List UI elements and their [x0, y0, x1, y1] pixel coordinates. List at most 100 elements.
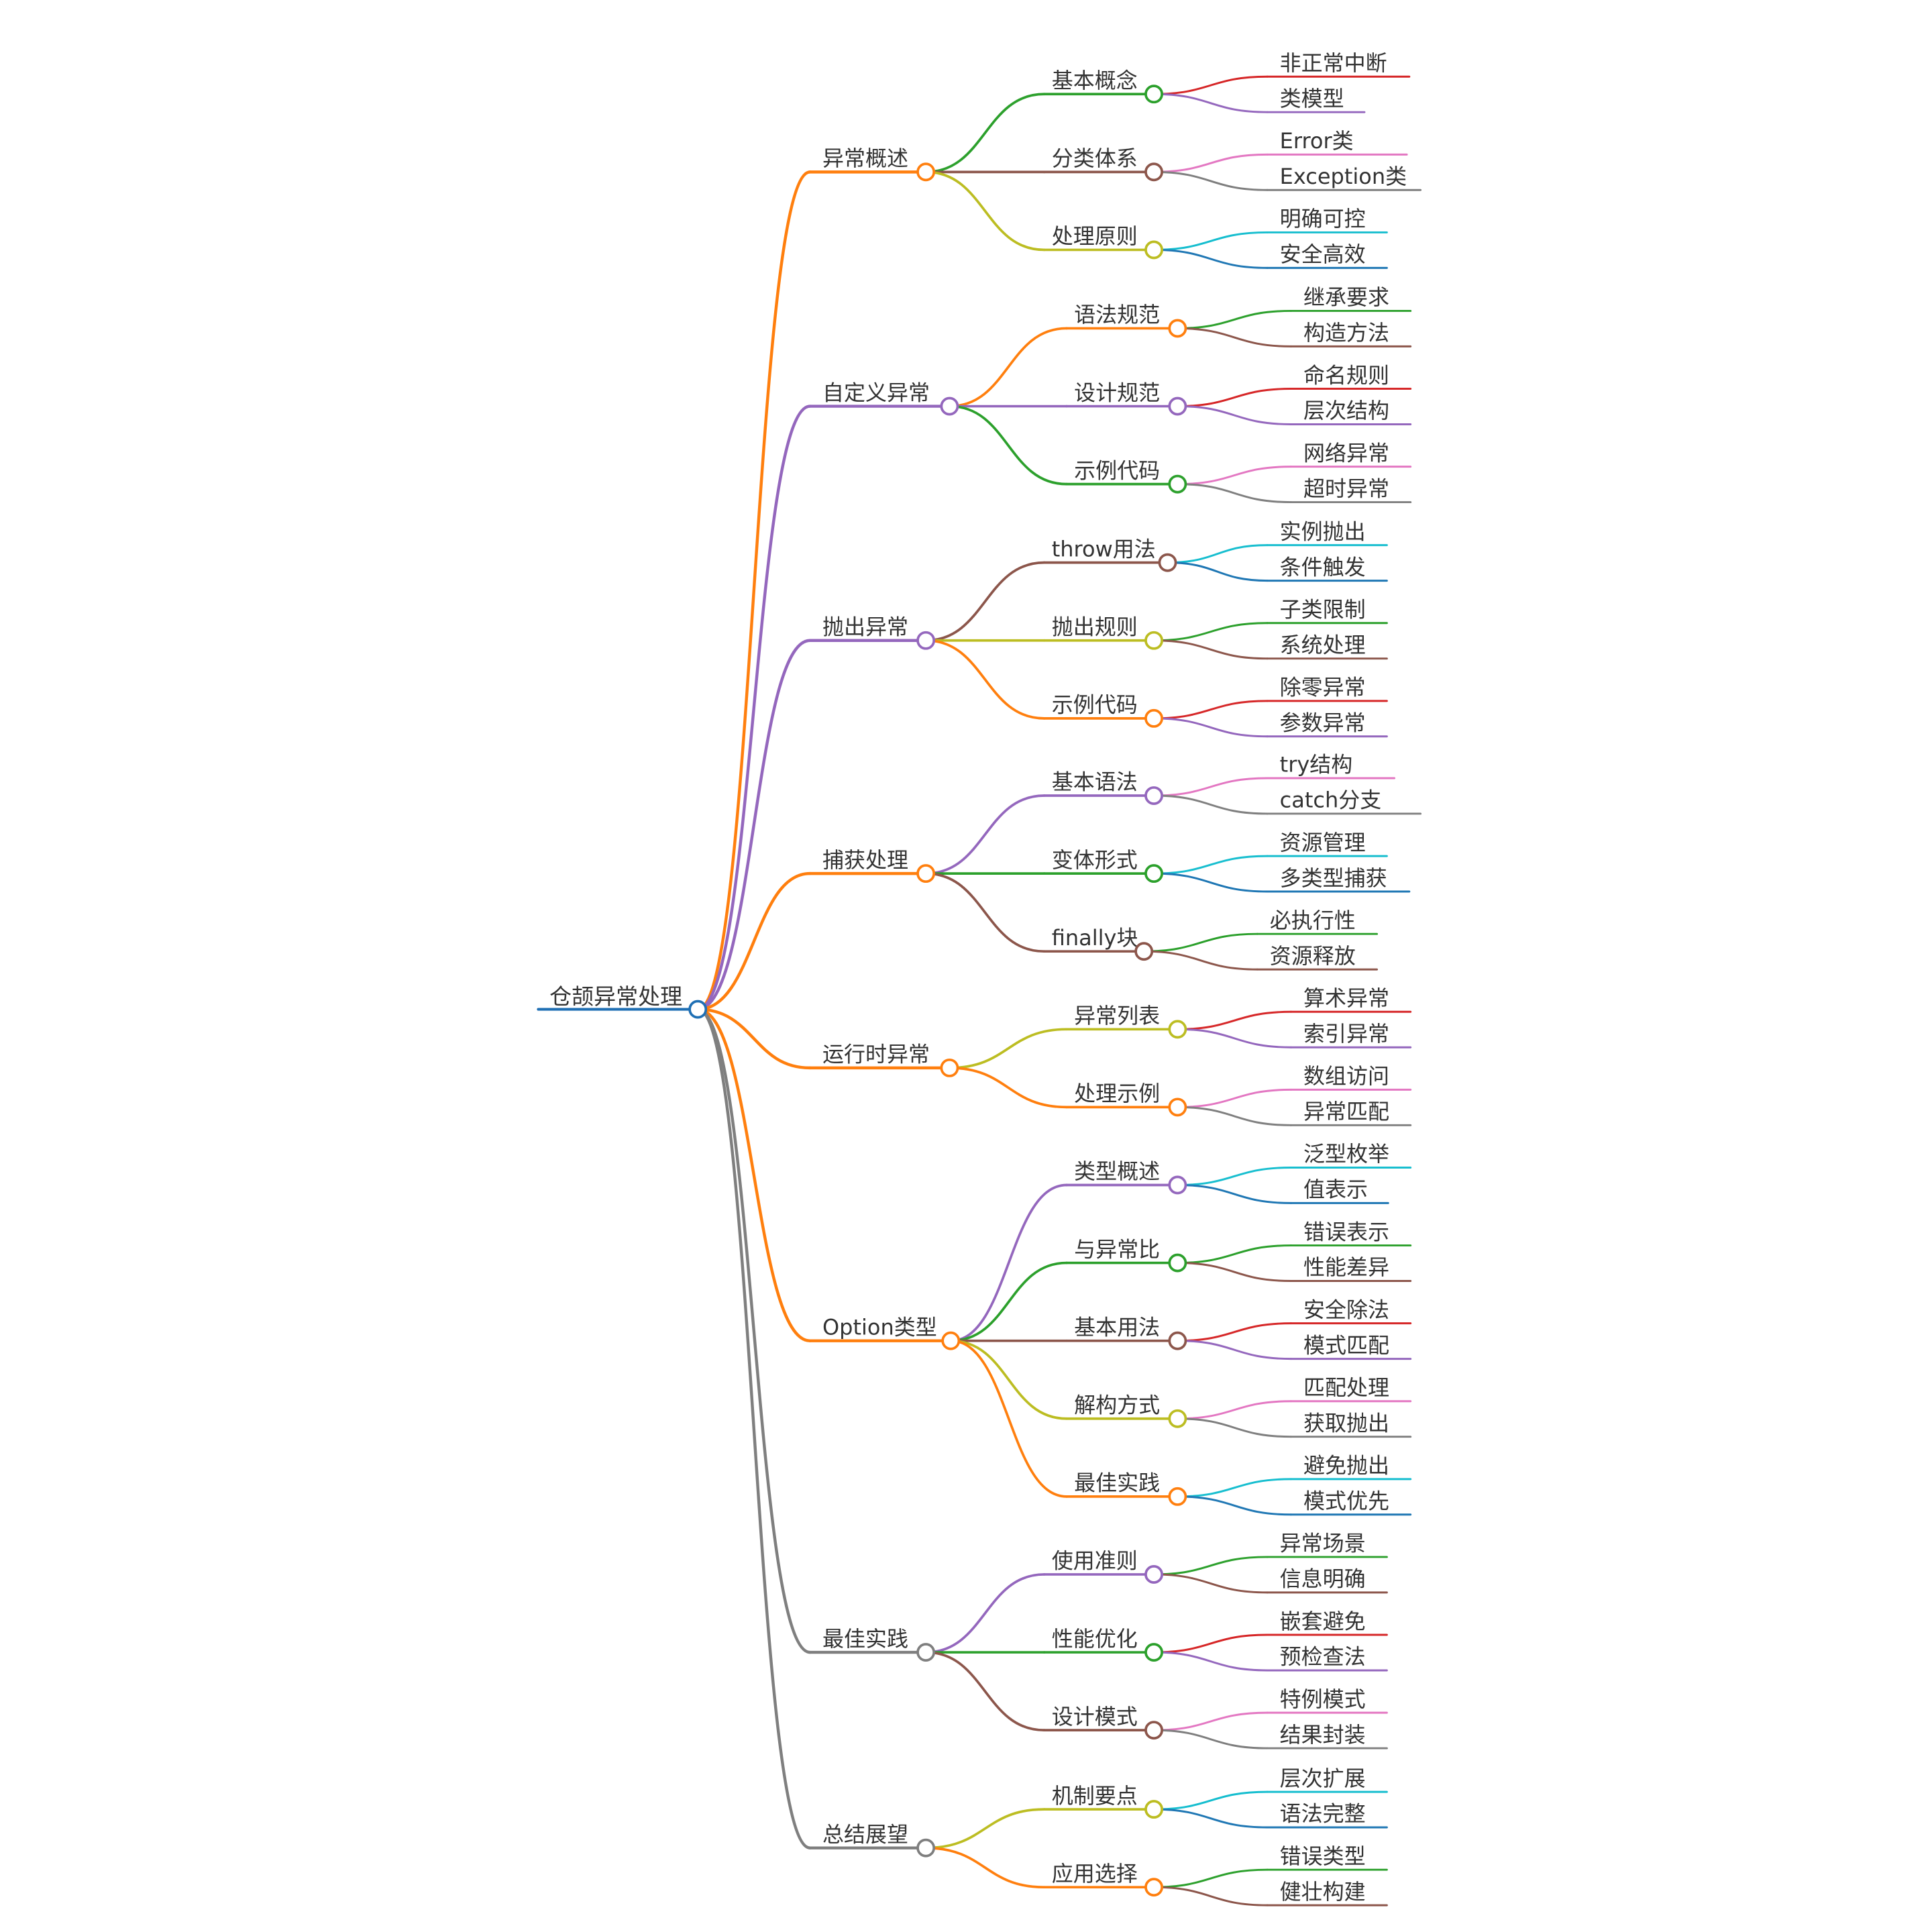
branch-topic-link: [949, 1339, 1068, 1498]
branch-label: 捕获处理: [822, 847, 908, 873]
topic-node[interactable]: [1134, 942, 1154, 961]
leaf-label: 资源管理: [1280, 830, 1366, 855]
leaf-label: 层次扩展: [1280, 1766, 1366, 1791]
topic-node[interactable]: [1144, 1643, 1163, 1662]
topic-node[interactable]: [1144, 864, 1163, 883]
leaf-label: 性能差异: [1303, 1254, 1389, 1280]
topic-node[interactable]: [1168, 396, 1187, 416]
topic-label: 示例代码: [1052, 692, 1138, 718]
branch-topic-link: [948, 1067, 1068, 1109]
topic-label: 基本概念: [1052, 68, 1138, 93]
topic-leaf-link: [1176, 1495, 1292, 1516]
topic-label: 机制要点: [1052, 1783, 1138, 1809]
branch-node[interactable]: [916, 631, 936, 650]
branch-node[interactable]: [940, 396, 959, 416]
topic-label: finally块: [1052, 925, 1138, 951]
branch-node[interactable]: [941, 1331, 961, 1350]
leaf-label: 语法完整: [1280, 1801, 1366, 1827]
topic-node[interactable]: [1144, 1878, 1163, 1897]
root-topic-label: 仓颉异常处理: [549, 983, 682, 1010]
leaf-label: 错误类型: [1280, 1843, 1366, 1869]
topic-leaf-link: [1176, 1478, 1292, 1498]
branch-topic-link: [924, 1573, 1046, 1654]
topic-label: 最佳实践: [1074, 1470, 1160, 1496]
leaf-label: 网络异常: [1303, 440, 1389, 466]
leaf-label: 多类型捕获: [1280, 865, 1387, 891]
topic-node[interactable]: [1168, 1487, 1187, 1506]
topic-node[interactable]: [1168, 1253, 1187, 1273]
topic-label: 使用准则: [1052, 1548, 1138, 1574]
topic-label: 语法规范: [1074, 302, 1160, 327]
leaf-label: 信息明确: [1280, 1566, 1366, 1592]
topic-node[interactable]: [1144, 1800, 1163, 1819]
branch-label: 自定义异常: [822, 380, 930, 405]
topic-leaf-link: [1176, 388, 1292, 408]
topic-leaf-link: [1152, 1633, 1269, 1654]
branch-topic-link: [924, 1808, 1046, 1849]
leaf-label: 数组访问: [1303, 1063, 1389, 1089]
topic-leaf-link: [1152, 1868, 1269, 1888]
leaf-label: Exception类: [1280, 164, 1407, 189]
root-branch-link: [696, 639, 812, 1011]
leaf-label: 错误表示: [1303, 1219, 1389, 1244]
topic-label: 示例代码: [1074, 458, 1160, 483]
leaf-label: 系统处理: [1280, 632, 1366, 657]
topic-leaf-link: [1176, 466, 1292, 486]
leaf-label: 异常场景: [1280, 1531, 1366, 1556]
topic-label: throw用法: [1052, 536, 1156, 561]
topic-node[interactable]: [1144, 162, 1163, 182]
topic-leaf-link: [1176, 405, 1292, 425]
topic-node[interactable]: [1144, 85, 1163, 104]
branch-node[interactable]: [916, 864, 936, 883]
topic-label: 异常列表: [1074, 1003, 1160, 1028]
topic-node[interactable]: [1168, 474, 1187, 494]
topic-node[interactable]: [1168, 1331, 1187, 1350]
topic-node[interactable]: [1144, 1565, 1163, 1584]
leaf-label: 条件触发: [1280, 554, 1366, 580]
topic-leaf-link: [1142, 950, 1258, 971]
branch-node[interactable]: [940, 1058, 959, 1077]
branch-node[interactable]: [916, 162, 936, 182]
topic-leaf-link: [1142, 932, 1258, 953]
branch-topic-link: [924, 1651, 1046, 1731]
branch-label: Option类型: [822, 1314, 937, 1340]
topic-node[interactable]: [1168, 319, 1187, 338]
topic-node[interactable]: [1158, 553, 1177, 572]
topic-label: 应用选择: [1052, 1861, 1138, 1886]
topic-leaf-link: [1176, 1183, 1292, 1204]
leaf-label: 除零异常: [1280, 675, 1366, 700]
topic-node[interactable]: [1144, 631, 1163, 650]
branch-topic-link: [949, 1261, 1068, 1342]
topic-leaf-link: [1152, 1886, 1269, 1907]
topic-leaf-link: [1152, 153, 1269, 173]
leaf-label: 预检查法: [1280, 1644, 1366, 1670]
topic-leaf-link: [1152, 93, 1269, 113]
leaf-label: 子类限制: [1280, 596, 1366, 622]
leaf-label: 健壮构建: [1280, 1879, 1366, 1904]
topic-leaf-link: [1152, 231, 1269, 251]
topic-leaf-link: [1176, 1340, 1292, 1360]
topic-leaf-link: [1152, 1651, 1269, 1672]
branch-topic-link: [924, 170, 1046, 252]
root-node[interactable]: [688, 1000, 708, 1019]
branch-topic-link: [949, 1183, 1068, 1342]
topic-leaf-link: [1176, 1262, 1292, 1282]
branch-topic-link: [924, 1846, 1046, 1889]
topic-leaf-link: [1152, 700, 1269, 720]
topic-node[interactable]: [1144, 240, 1163, 260]
topic-label: 分类体系: [1052, 146, 1138, 171]
leaf-label: 安全除法: [1303, 1297, 1389, 1322]
branch-node[interactable]: [916, 1838, 936, 1858]
topic-node[interactable]: [1168, 1409, 1187, 1428]
topic-node[interactable]: [1168, 1020, 1187, 1039]
topic-node[interactable]: [1144, 708, 1163, 728]
topic-node[interactable]: [1168, 1175, 1187, 1195]
root-branch-link: [696, 170, 812, 1011]
topic-node[interactable]: [1144, 1721, 1163, 1740]
topic-node[interactable]: [1144, 786, 1163, 805]
topic-node[interactable]: [1168, 1097, 1187, 1117]
branch-node[interactable]: [916, 1643, 936, 1662]
leaf-label: 算术异常: [1303, 985, 1389, 1011]
branch-topic-link: [924, 639, 1046, 720]
